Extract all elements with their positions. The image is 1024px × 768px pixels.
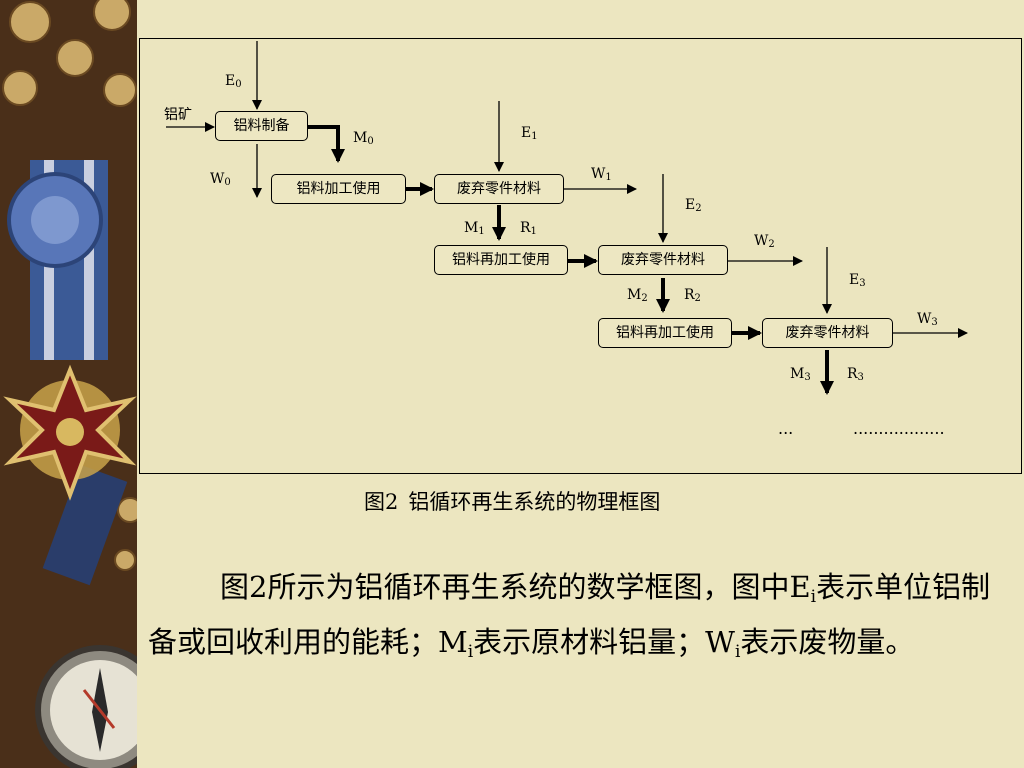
box-waste-parts-1: 废弃零件材料 <box>434 174 564 204</box>
diagram-frame: 铝料制备 铝料加工使用 废弃零件材料 铝料再加工使用 废弃零件材料 铝料再加工使… <box>139 38 1022 474</box>
box-aluminum-prep: 铝料制备 <box>215 111 308 141</box>
label-m0: M0 <box>353 130 374 147</box>
label-m2: M2 <box>627 287 648 304</box>
label-e0: E0 <box>225 73 242 90</box>
medal-icon <box>3 364 137 501</box>
label-r1: R1 <box>520 220 537 237</box>
label-m3: M3 <box>790 366 811 383</box>
body-paragraph: 图2所示为铝循环再生系统的数学框图，图中Ei表示单位铝制备或回收利用的能耗；Mi… <box>148 570 991 662</box>
ribbon-icon <box>7 160 128 586</box>
box-aluminum-reprocess-2: 铝料再加工使用 <box>598 318 732 348</box>
label-e1: E1 <box>521 125 538 142</box>
label-w2: W2 <box>754 233 775 250</box>
decorative-photo-strip <box>0 0 137 768</box>
figure-caption: 图2 铝循环再生系统的物理框图 <box>364 486 660 516</box>
label-e3: E3 <box>849 272 866 289</box>
buttons-texture <box>2 0 137 571</box>
ellipsis-long: .................. <box>853 419 945 438</box>
flow-arrows <box>166 41 968 395</box>
label-w1: W1 <box>591 166 612 183</box>
box-aluminum-process-use: 铝料加工使用 <box>271 174 406 204</box>
figure-number: 图2 <box>364 490 399 514</box>
figure-title: 铝循环再生系统的物理框图 <box>408 490 661 514</box>
label-e2: E2 <box>685 197 702 214</box>
box-aluminum-reprocess-1: 铝料再加工使用 <box>434 245 568 275</box>
box-waste-parts-3: 废弃零件材料 <box>762 318 893 348</box>
label-w3: W3 <box>917 311 938 328</box>
compass-icon <box>35 645 137 768</box>
label-m1: M1 <box>464 220 485 237</box>
label-r2: R2 <box>684 287 701 304</box>
label-r3: R3 <box>847 366 864 383</box>
label-ore: 铝矿 <box>164 107 192 123</box>
ellipsis-short: ... <box>778 419 794 438</box>
label-w0: W0 <box>210 171 231 188</box>
box-waste-parts-2: 废弃零件材料 <box>598 245 728 275</box>
